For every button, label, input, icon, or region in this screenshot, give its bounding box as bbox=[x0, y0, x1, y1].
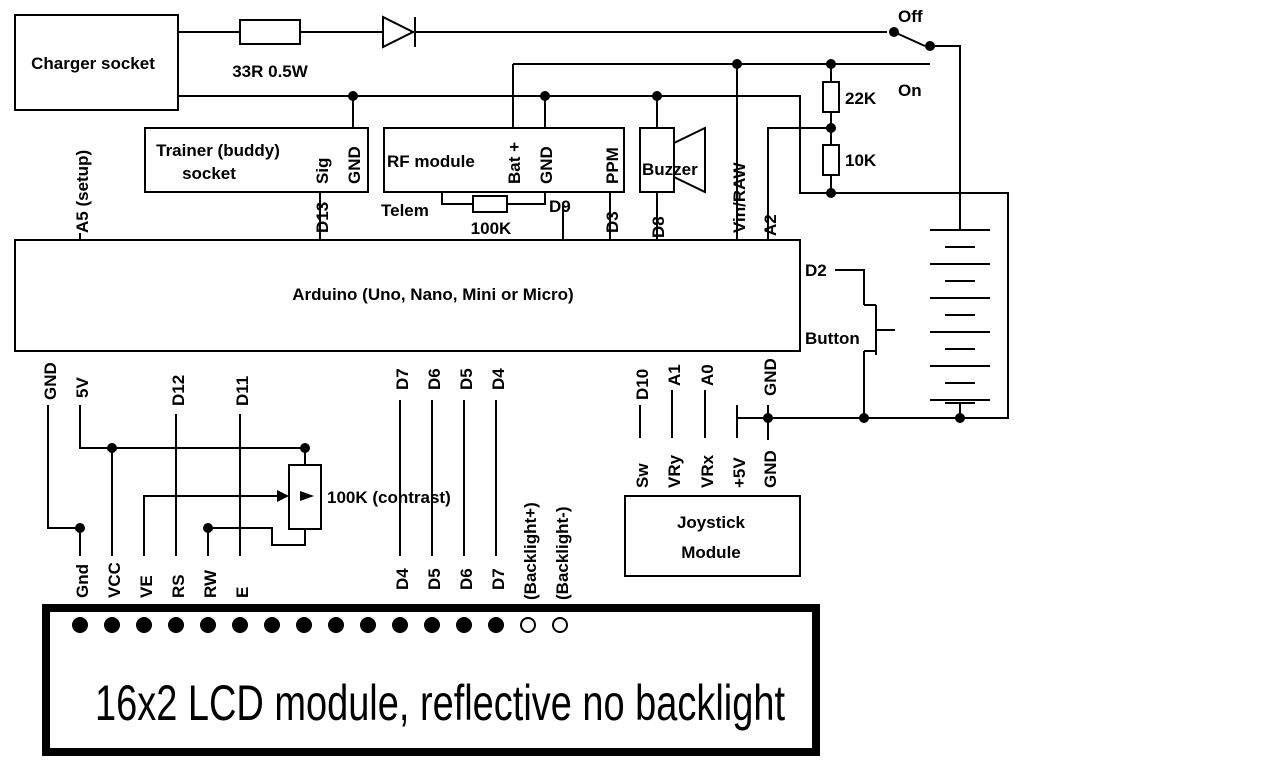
joystick-module: Joystick Module Sw VRy VRx +5V GND bbox=[624, 450, 801, 577]
switch-on-label: On bbox=[898, 81, 922, 100]
lcd-wiring: 100K (contrast) bbox=[47, 400, 497, 556]
rf-gnd-label: GND bbox=[537, 146, 556, 184]
trainer-label-2: socket bbox=[182, 164, 236, 183]
battery-icon bbox=[930, 225, 990, 418]
pin-gnd-left-label: GND bbox=[41, 362, 60, 400]
pin-d12-label: D12 bbox=[169, 375, 188, 406]
resistor-100k-label: 100K bbox=[471, 219, 512, 238]
pin-d3-label: D3 bbox=[603, 211, 622, 233]
joystick-label-1: Joystick bbox=[677, 513, 746, 532]
resistor-33r-label: 33R 0.5W bbox=[232, 62, 309, 81]
joystick-label-2: Module bbox=[681, 543, 741, 562]
trainer-socket: Trainer (buddy) socket Sig GND bbox=[144, 96, 369, 193]
pin-d5-label: D5 bbox=[457, 368, 476, 390]
contrast-pot-label: 100K (contrast) bbox=[327, 488, 451, 507]
resistor-10k-label: 10K bbox=[845, 151, 877, 170]
pin-d7-label: D7 bbox=[393, 368, 412, 390]
pin-d9-label: D9 bbox=[549, 197, 571, 216]
joystick-pin-label: VRy bbox=[665, 454, 684, 488]
pin-d8-label: D8 bbox=[649, 216, 668, 238]
buzzer-label: Buzzer bbox=[642, 160, 698, 179]
joystick-pin-label: Sw bbox=[633, 463, 652, 488]
trainer-label-1: Trainer (buddy) bbox=[156, 141, 280, 160]
rf-bat-label: Bat + bbox=[505, 142, 524, 184]
resistor-22k-label: 22K bbox=[845, 89, 877, 108]
lcd-label: 16x2 LCD module, reflective no backlight bbox=[95, 675, 785, 731]
power-section: Charger socket 33R 0.5W Off On bbox=[14, 7, 1009, 419]
lcd-pin-label: E bbox=[233, 587, 252, 598]
lcd-pin-label: D7 bbox=[489, 568, 508, 590]
trainer-sig-label: Sig bbox=[313, 158, 332, 184]
pin-d6-label: D6 bbox=[425, 368, 444, 390]
resistor-10k bbox=[822, 144, 840, 176]
arduino-board: Arduino (Uno, Nano, Mini or Micro) A5 (s… bbox=[14, 150, 895, 418]
pin-d2-label: D2 bbox=[805, 261, 827, 280]
pin-d13-label: D13 bbox=[313, 202, 332, 233]
switch-off-label: Off bbox=[898, 7, 923, 26]
pin-a2-label: A2 bbox=[761, 214, 780, 236]
resistor-100k bbox=[472, 195, 508, 213]
pin-d10-label: D10 bbox=[633, 369, 652, 400]
buzzer: Buzzer bbox=[639, 96, 706, 240]
lcd-pin-label: Gnd bbox=[73, 564, 92, 598]
rf-ppm-label: PPM bbox=[603, 147, 622, 184]
charger-socket-label: Charger socket bbox=[31, 54, 155, 73]
pin-5v-label: 5V bbox=[73, 377, 92, 398]
lcd-pin-label: RW bbox=[201, 569, 220, 598]
telem-label: Telem bbox=[381, 201, 429, 220]
rf-module-label: RF module bbox=[387, 152, 475, 171]
lcd-pin-label: D4 bbox=[393, 568, 412, 590]
pin-vin-label: Vin/RAW bbox=[730, 162, 749, 233]
diode-icon bbox=[382, 15, 416, 49]
pin-a1-label: A1 bbox=[665, 364, 684, 386]
button-icon bbox=[864, 304, 895, 355]
lcd-pin-label: D5 bbox=[425, 568, 444, 590]
joystick-wiring bbox=[639, 390, 965, 440]
pin-d4-label: D4 bbox=[489, 368, 508, 390]
ground-wire-top bbox=[178, 95, 1009, 419]
power-switch bbox=[889, 27, 961, 225]
resistor-22k bbox=[822, 81, 840, 113]
charger-socket bbox=[14, 14, 179, 111]
pin-gnd-right-label: GND bbox=[761, 358, 780, 396]
lcd-pin-label: D6 bbox=[457, 568, 476, 590]
rf-module: RF module Bat + GND PPM Telem 100K bbox=[381, 64, 625, 240]
lcd-pin-label: VE bbox=[137, 575, 156, 598]
lcd-pin-label: RS bbox=[169, 574, 188, 598]
lcd-pin-label: (Backlight-) bbox=[553, 507, 572, 601]
pin-a5-label: A5 (setup) bbox=[73, 150, 92, 233]
resistor-33r bbox=[239, 19, 301, 45]
lcd-pin-labels: Gnd VCC VE RS RW E D4 D5 D6 D7 (Backligh… bbox=[73, 502, 572, 600]
joystick-pin-label: +5V bbox=[730, 457, 749, 488]
arduino-label: Arduino (Uno, Nano, Mini or Micro) bbox=[292, 285, 573, 304]
joystick-pin-label: GND bbox=[761, 450, 780, 488]
lcd-pin-dots bbox=[72, 617, 568, 633]
lcd-pin-label: (Backlight+) bbox=[521, 502, 540, 600]
joystick-pin-label: VRx bbox=[698, 454, 717, 488]
battery-plus-wire bbox=[513, 63, 930, 233]
pin-d11-label: D11 bbox=[233, 376, 252, 406]
pin-a0-label: A0 bbox=[698, 364, 717, 386]
lcd-module: 16x2 LCD module, reflective no backlight bbox=[42, 604, 820, 756]
button-label: Button bbox=[805, 329, 860, 348]
trainer-gnd-label: GND bbox=[345, 146, 364, 184]
lcd-pin-label: VCC bbox=[105, 562, 124, 598]
